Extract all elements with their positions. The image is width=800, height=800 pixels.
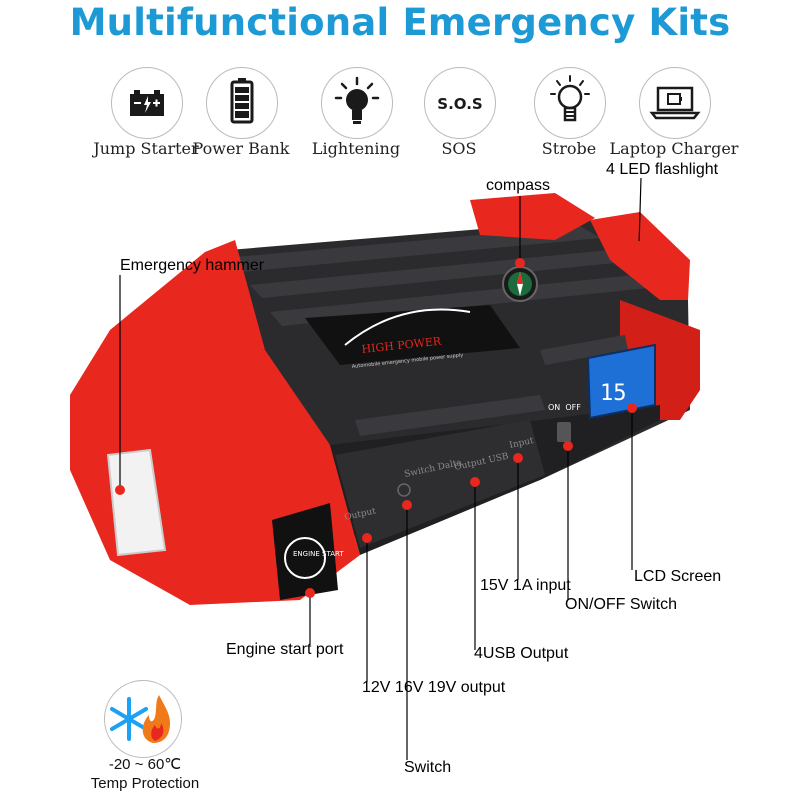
feature-laptop-charger: Laptop Charger [610, 67, 738, 167]
feature-label: Laptop Charger [609, 139, 739, 158]
feature-label: Lightening [311, 139, 401, 158]
engine-start-text: ENGINE START [293, 550, 344, 558]
on-off-text: ON OFF [548, 403, 581, 412]
sos-icon-text: S.O.S [437, 95, 482, 113]
feature-label: SOS [441, 139, 477, 158]
callout-switch: Switch [404, 759, 452, 776]
flame-icon [142, 695, 171, 743]
compass-icon [502, 266, 538, 302]
light-bulb-icon [334, 76, 380, 124]
sos-icon: S.O.S [437, 95, 482, 113]
temp-range: -20 ~ 60℃ [108, 756, 182, 773]
feature-sos: S.O.S SOS [411, 67, 507, 167]
lcd-screen: 15 [586, 343, 656, 420]
callout-output: 12V 16V 19V output [362, 679, 506, 696]
lcd-value: 15 [600, 381, 627, 406]
led-flashlight [106, 448, 167, 557]
power-bank-icon [230, 78, 254, 124]
feature-label: Strobe [541, 139, 597, 158]
battery-icon [130, 90, 164, 116]
temp-label: Temp Protection [90, 775, 200, 792]
feature-strobe: Strobe [521, 67, 617, 167]
callout-lcd: LCD Screen [634, 568, 722, 585]
power-button-icon[interactable] [397, 483, 411, 497]
page-title: Multifunctional Emergency Kits [69, 1, 731, 44]
on-off-switch[interactable] [557, 422, 571, 442]
feature-jump-starter: Jump Starter [93, 67, 199, 167]
feature-label: Jump Starter [93, 139, 199, 158]
callout-flashlight: 4 LED flashlight [606, 161, 719, 178]
callout-hammer: Emergency hammer [120, 257, 265, 274]
callout-compass: compass [486, 177, 551, 194]
feature-power-bank: Power Bank [193, 67, 289, 167]
callout-onoff-switch: ON/OFF Switch [565, 596, 678, 613]
engine-start-button[interactable]: ENGINE START [272, 503, 344, 600]
temp-protection-badge [104, 680, 182, 758]
callout-usb: 4USB Output [474, 645, 569, 662]
callout-engine-port: Engine start port [226, 641, 344, 658]
feature-lightening: Lightening [308, 67, 404, 167]
laptop-icon [649, 86, 701, 120]
callout-input: 15V 1A input [480, 577, 571, 594]
strobe-bulb-icon [550, 75, 590, 122]
snowflake-icon [110, 697, 148, 741]
feature-label: Power Bank [192, 139, 290, 158]
